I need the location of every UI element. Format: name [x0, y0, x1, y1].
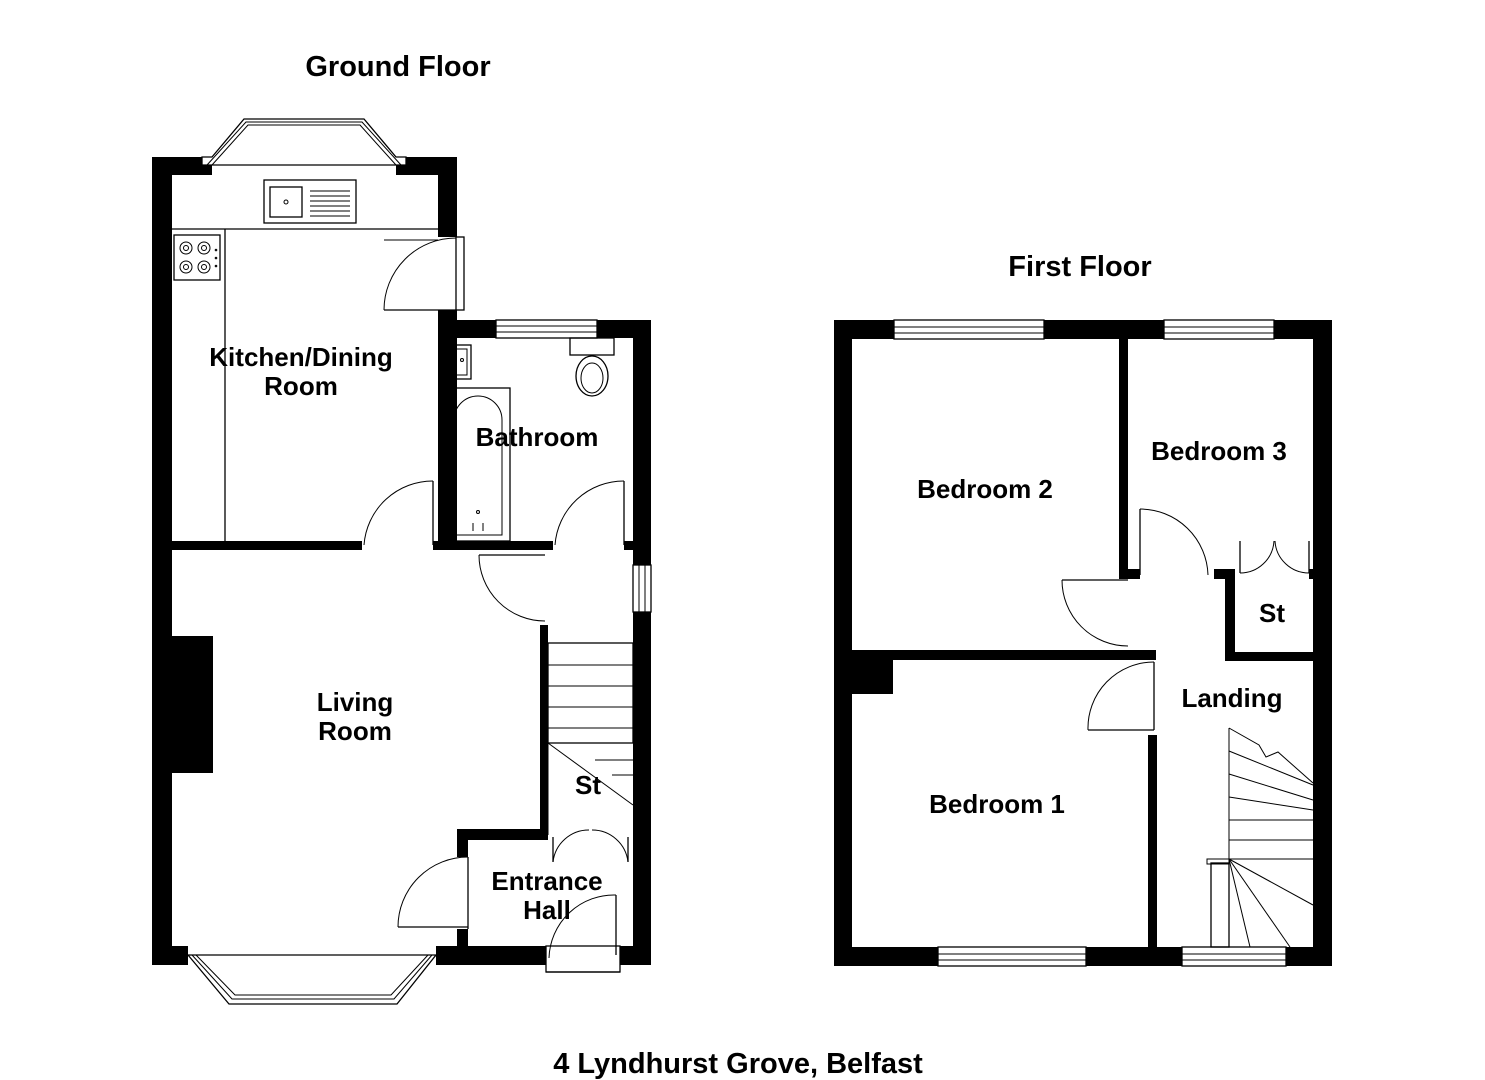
basin-icon [446, 344, 472, 380]
ground-floor-title: Ground Floor [305, 51, 490, 83]
first-store-label: St [1259, 598, 1285, 628]
bedroom3-label: Bedroom 3 [1151, 436, 1287, 466]
bathroom-window [495, 319, 598, 339]
bathroom-label: Bathroom [476, 422, 599, 452]
ground-store-label: St [575, 770, 601, 800]
kitchen-bay-window [201, 118, 407, 166]
bedroom1-window [937, 946, 1087, 967]
first-floor-walls [834, 320, 1332, 966]
kitchen-label: Kitchen/Dining [209, 342, 392, 372]
entrance-hall-label-line2: Hall [523, 895, 571, 925]
first-floor-plan: Bedroom 2 Bedroom 3 St Landing Bedroom 1 [834, 319, 1332, 967]
first-floor-labels: Bedroom 2 Bedroom 3 St Landing Bedroom 1 [917, 436, 1287, 819]
living-room-label: Living [317, 687, 394, 717]
ground-floor-doors [363, 480, 629, 973]
living-room-label-line2: Room [318, 716, 392, 746]
ground-floor-plan: Kitchen/Dining Room Bathroom Living Room… [152, 118, 652, 1005]
bathroom-fittings [445, 337, 615, 542]
bedroom3-window [1163, 319, 1275, 340]
toilet-cistern-icon [569, 337, 615, 356]
address-caption: 4 Lyndhurst Grove, Belfast [553, 1048, 923, 1080]
toilet-icon [575, 355, 609, 397]
entrance-hall-label: Entrance [491, 866, 602, 896]
first-floor-staircase [1206, 727, 1314, 948]
bedroom2-window [893, 319, 1045, 340]
hall-side-window [632, 564, 652, 613]
kitchen-back-door [383, 236, 465, 311]
bath-icon [445, 387, 511, 542]
ground-floor-labels: Kitchen/Dining Room Bathroom Living Room… [209, 342, 602, 925]
landing-window [1181, 946, 1287, 967]
hob-icon [173, 234, 221, 281]
ground-floor-walls [152, 157, 651, 965]
living-bay-window [186, 954, 438, 1005]
first-floor-title: First Floor [1008, 251, 1151, 283]
ground-floor-staircase [543, 642, 634, 835]
sink-icon [263, 179, 357, 224]
kitchen-label-line2: Room [264, 371, 338, 401]
bedroom1-label: Bedroom 1 [929, 789, 1065, 819]
first-floor-windows [893, 319, 1287, 967]
landing-label: Landing [1181, 683, 1282, 713]
kitchen-units [172, 179, 438, 541]
bedroom2-label: Bedroom 2 [917, 474, 1053, 504]
first-floor-doors [1061, 508, 1310, 731]
